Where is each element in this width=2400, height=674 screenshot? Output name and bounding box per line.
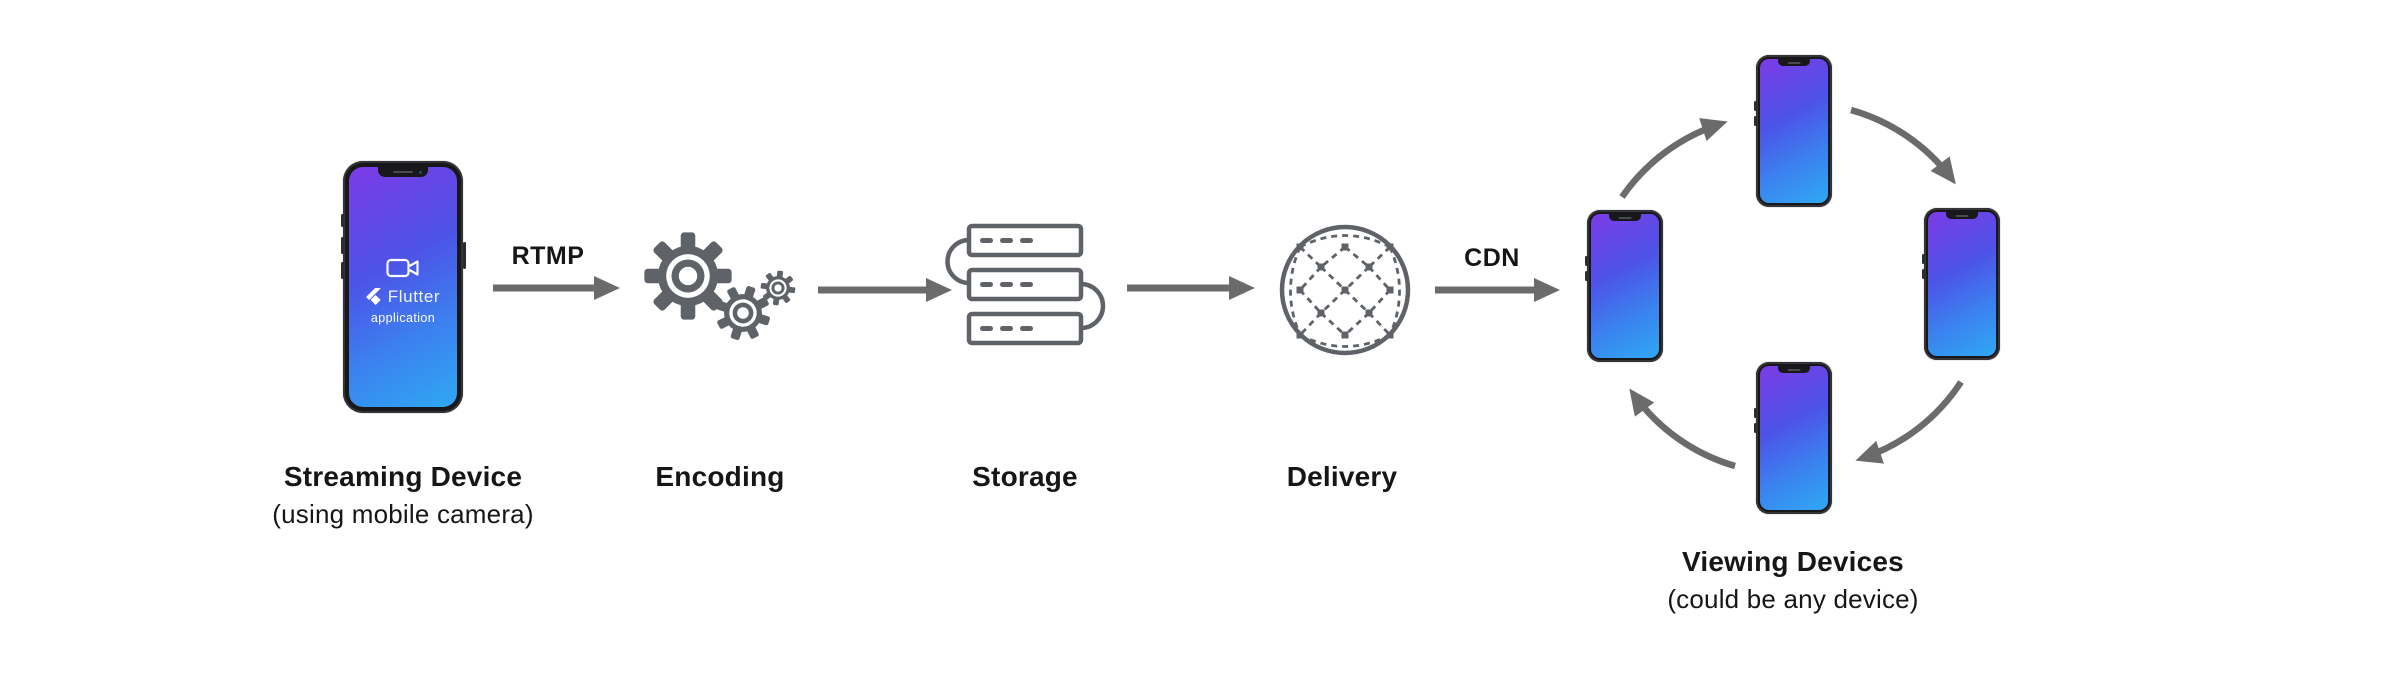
streaming-phone-screen: Flutter application: [349, 167, 457, 407]
cycle-arrow-top-to-right: [1850, 106, 1956, 185]
stage-title-encoding: Encoding: [655, 461, 785, 492]
stage-title-delivery: Delivery: [1286, 461, 1398, 492]
viewing-phone-screen: [1760, 366, 1828, 510]
stage-subtitle-streaming-device: (using mobile camera): [272, 499, 534, 529]
app-caption-label: application: [370, 311, 436, 325]
flutter-app-splash: Flutter application: [349, 257, 457, 325]
rtmp-label: RTMP: [511, 242, 585, 270]
viewing-phone-screen: [1760, 59, 1828, 203]
viewing-phone-right: [1921, 208, 2000, 360]
phone-button: [340, 261, 344, 280]
cycle-arrow-left-to-top: [1619, 118, 1728, 199]
phone-speaker: [393, 170, 413, 174]
globe-nodes: [1296, 243, 1394, 339]
phone-button: [340, 236, 344, 255]
phone-notch: [1946, 212, 1978, 219]
viewing-phone-top: [1753, 55, 1832, 207]
phone-notch: [378, 167, 428, 177]
phone-speaker: [1787, 368, 1801, 372]
viewing-phone-screen: [1928, 212, 1996, 356]
gears-icon: [644, 232, 798, 348]
phone-button: [1921, 253, 1925, 265]
viewing-devices-title: Viewing Devices: [1682, 546, 1904, 577]
viewing-devices-subtitle: (could be any device): [1667, 584, 1919, 614]
streaming-device-phone: Flutter application: [340, 161, 466, 413]
stage-title-storage: Storage: [972, 461, 1078, 492]
phone-button: [1753, 115, 1757, 127]
phone-notch: [1778, 366, 1810, 373]
phone-notch: [1778, 59, 1810, 66]
stage-title-streaming-device: Streaming Device: [283, 461, 523, 492]
viewing-phone-screen: [1591, 214, 1659, 358]
phone-button: [340, 213, 344, 227]
phone-button: [1753, 407, 1757, 419]
cdn-label: CDN: [1464, 244, 1520, 272]
phone-notch: [1609, 214, 1641, 221]
phone-speaker: [1618, 216, 1632, 220]
phone-button: [1753, 100, 1757, 112]
server-led-dashes: [980, 238, 1033, 331]
video-camera-icon: [386, 258, 419, 278]
viewing-phone-bottom: [1753, 362, 1832, 514]
phone-speaker: [1787, 61, 1801, 65]
flutter-logo-icon: [365, 288, 381, 305]
cycle-arrow-right-to-bottom: [1855, 380, 1964, 464]
cycle-arrow-bottom-to-left: [1629, 388, 1736, 470]
app-brand-label: Flutter: [387, 287, 441, 306]
server-stack-icon: [945, 223, 1106, 346]
phone-speaker: [1955, 214, 1969, 218]
phone-button: [1584, 255, 1588, 267]
phone-front-camera: [419, 170, 422, 174]
phone-button: [1584, 270, 1588, 282]
phone-button: [1921, 268, 1925, 280]
circular-arrows-icon: [1619, 106, 1964, 470]
phone-button: [462, 241, 466, 270]
phone-button: [1753, 422, 1757, 434]
network-globe-icon: [1279, 224, 1411, 356]
viewing-phone-left: [1584, 210, 1663, 362]
